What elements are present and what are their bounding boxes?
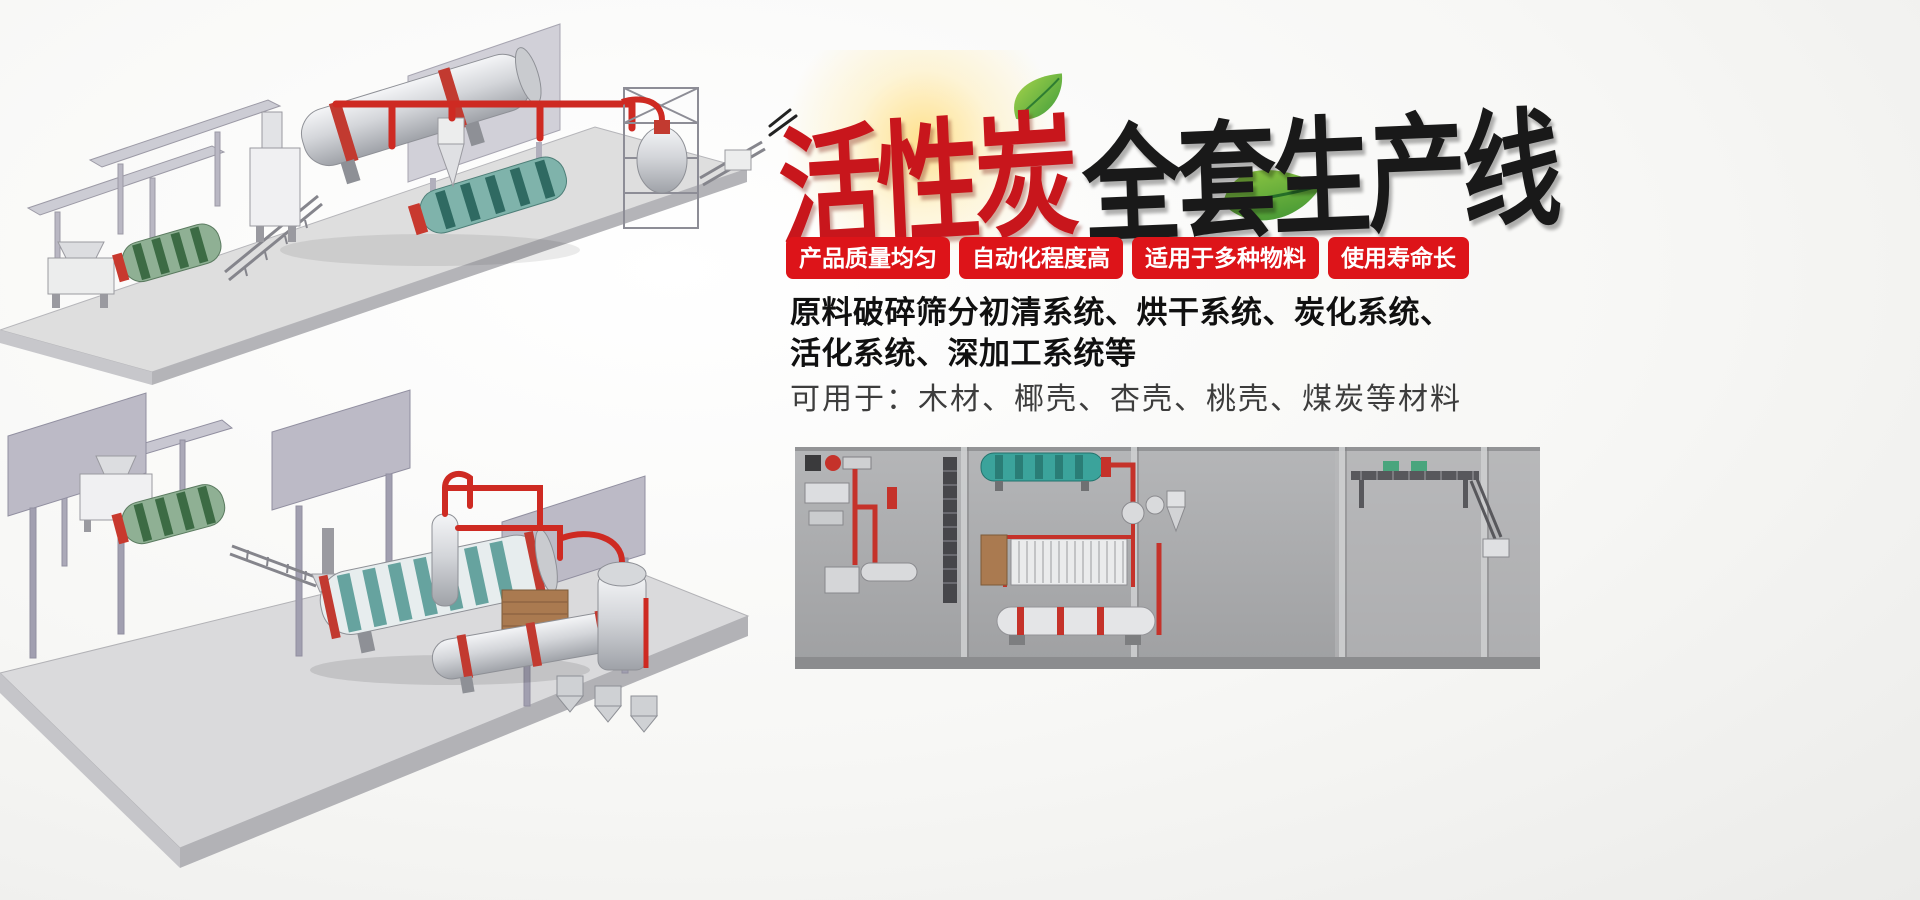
bucket-elevator (943, 457, 957, 603)
collection-bin (724, 149, 752, 171)
cyclone-separator (437, 117, 465, 188)
production-line-illustration-2 (0, 389, 750, 868)
brush-stroke-icon (768, 104, 800, 143)
red-piping (332, 100, 636, 150)
screening-drum (112, 223, 222, 283)
rotary-drum (301, 47, 542, 185)
packing-conveyors (1351, 461, 1510, 558)
feature-badges: 产品质量均匀 自动化程度高 适用于多种物料 使用寿命长 (786, 237, 1469, 279)
cooling-drum (407, 156, 567, 236)
bucket-conveyor (229, 544, 319, 588)
description-block: 原料破碎筛分初清系统、烘干系统、炭化系统、 活化系统、深加工系统等 可用于：木材… (790, 292, 1462, 420)
brick-furnace (980, 534, 1008, 586)
canopy-structures (26, 99, 282, 285)
production-line-layout-panel (795, 447, 1540, 669)
gas-column (431, 470, 563, 607)
cyclone-group (1111, 462, 1165, 539)
screening-drum (111, 484, 226, 545)
activation-cylinder (996, 543, 1162, 645)
production-line-3d-render-top (0, 0, 770, 385)
inclined-conveyor (224, 194, 323, 282)
feeder-machine (47, 241, 115, 308)
materials-description: 可用于：木材、椰壳、杏壳、桃壳、煤炭等材料 (790, 383, 1462, 416)
production-line-illustration-1 (0, 23, 766, 385)
badge-quality: 产品质量均匀 (786, 237, 950, 279)
feeding-section (804, 455, 918, 594)
systems-description-line2: 活化系统、深加工系统等 (790, 336, 1137, 371)
storage-tank (560, 531, 649, 671)
leaf-icon (1218, 158, 1322, 249)
page-title: 活性炭全套生产线 (776, 85, 1560, 269)
small-cyclone (1166, 490, 1186, 533)
systems-description-line1: 原料破碎筛分初清系统、烘干系统、炭化系统、 (790, 295, 1452, 330)
leaf-icon (1008, 72, 1072, 133)
badge-lifespan: 使用寿命长 (1328, 237, 1469, 279)
furnace-tower (621, 87, 699, 229)
production-line-3d-render-bottom (0, 378, 755, 900)
badge-automation: 自动化程度高 (959, 237, 1123, 279)
rotary-dryer (980, 452, 1111, 491)
dust-collector-tower (249, 111, 301, 242)
heat-exchanger (1003, 535, 1135, 587)
production-line-illustration-3 (795, 447, 1540, 669)
collection-pots (555, 675, 659, 733)
badge-materials: 适用于多种物料 (1132, 237, 1319, 279)
